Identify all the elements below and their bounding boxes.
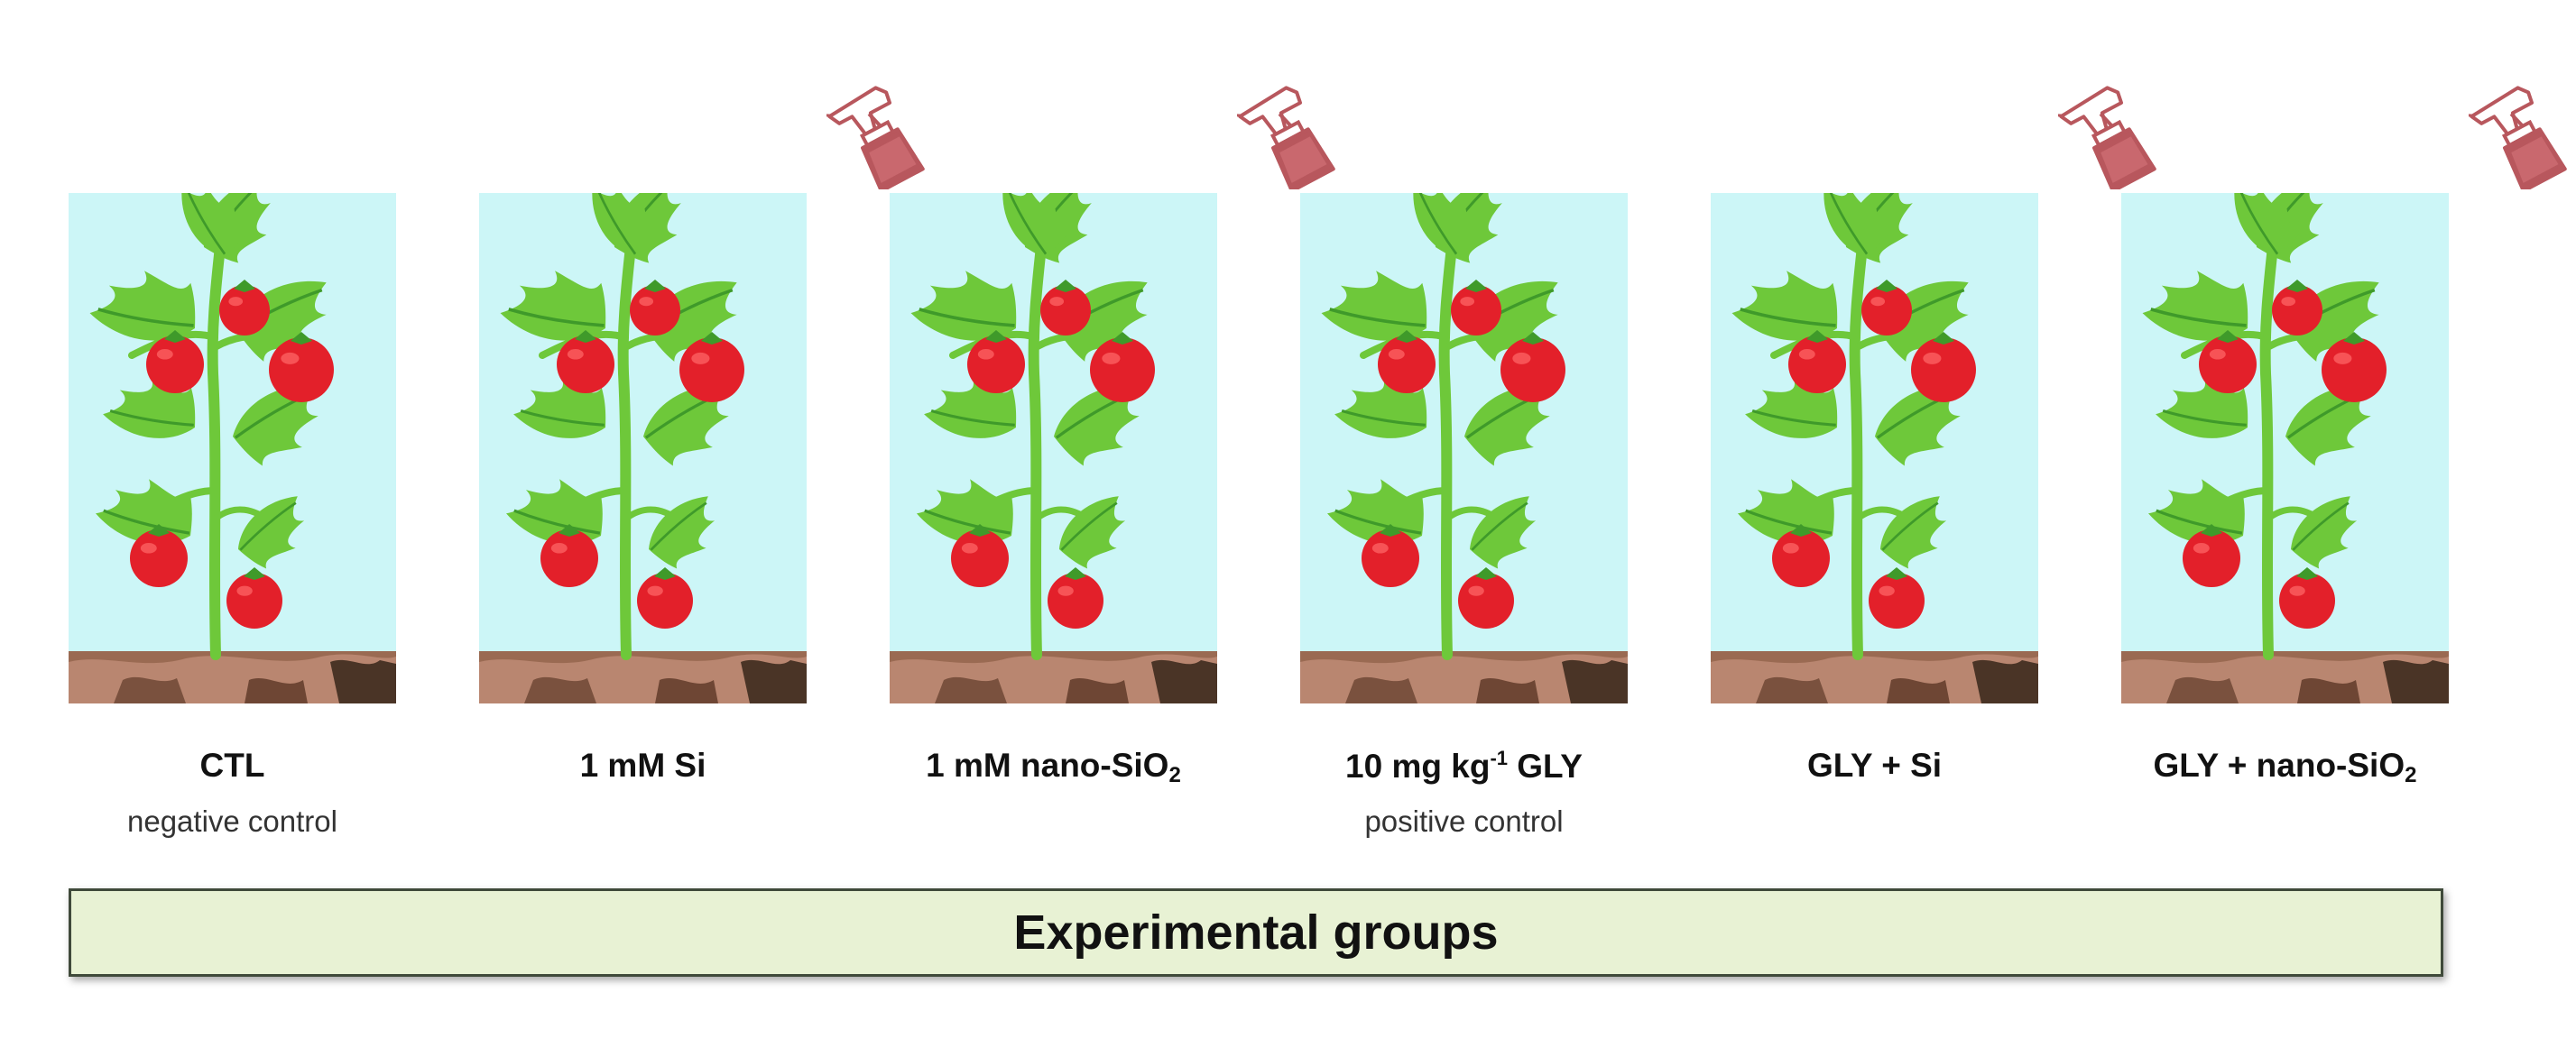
label-post: GLY <box>1508 748 1583 785</box>
plant-panel <box>69 193 396 703</box>
group-sublabel: negative control <box>127 804 337 838</box>
label-subscript: 2 <box>1168 763 1181 787</box>
tomato-plant-icon <box>69 193 396 703</box>
group-label: 1 mM nano-SiO2 <box>854 747 1253 788</box>
spray-bottle-icon <box>1237 86 1335 189</box>
banner-title: Experimental groups <box>1013 906 1499 960</box>
group-label: 10 mg kg-1 GLY <box>1264 747 1664 786</box>
plant-panel <box>1711 193 2038 703</box>
group-ctl: CTL negative control <box>69 72 538 884</box>
group-label: CTL <box>199 747 265 784</box>
tomato-plant-icon <box>1300 193 1628 703</box>
experimental-groups-banner: Experimental groups <box>69 888 2443 977</box>
spray-bottle-icon <box>2058 86 2156 189</box>
group-nano-sio2: 1 mM nano-SiO2 <box>890 72 1359 884</box>
plant-panel <box>2121 193 2449 703</box>
tomato-plant-icon <box>890 193 1217 703</box>
group-label: 1 mM Si <box>579 747 706 784</box>
group-label: GLY + nano-SiO2 <box>2085 747 2485 788</box>
spray-bottle-icon <box>826 86 925 189</box>
label-subscript: 2 <box>2405 763 2417 787</box>
plant-panel <box>1300 193 1628 703</box>
label-superscript: -1 <box>1490 747 1508 769</box>
tomato-plant-icon <box>1711 193 2038 703</box>
label-main: 1 mM nano-SiO <box>926 747 1169 784</box>
group-gly: 10 mg kg-1 GLY positive control <box>1300 72 1769 884</box>
spray-bottle-icon <box>2469 86 2567 189</box>
plant-panel <box>890 193 1217 703</box>
group-gly-nano-sio2: GLY + nano-SiO2 <box>2121 72 2576 884</box>
tomato-plant-icon <box>2121 193 2449 703</box>
group-si: 1 mM Si <box>479 72 948 884</box>
plant-panel <box>479 193 807 703</box>
group-sublabel: positive control <box>1364 804 1564 838</box>
group-label: GLY + Si <box>1806 747 1943 784</box>
group-gly-si: GLY + Si <box>1711 72 2180 884</box>
label-main: GLY + nano-SiO <box>2153 747 2405 784</box>
label-pre: 10 mg kg <box>1345 748 1491 785</box>
tomato-plant-icon <box>479 193 807 703</box>
